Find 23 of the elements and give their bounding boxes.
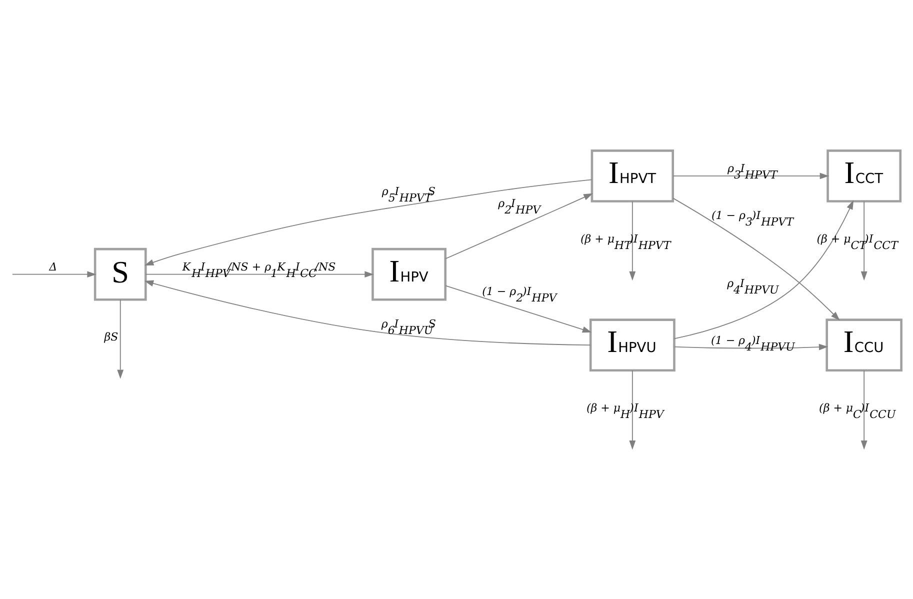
- node-box: IHPVU: [589, 318, 676, 372]
- arrow: [144, 178, 592, 265]
- node-box: S: [94, 247, 147, 300]
- arrow: [144, 280, 591, 346]
- arrow: [860, 370, 868, 450]
- node-box: IHPVT: [590, 149, 674, 202]
- arrow: [672, 197, 840, 320]
- node-box: ICCU: [826, 318, 902, 372]
- arrow: [117, 298, 124, 378]
- arrow: [445, 284, 592, 332]
- arrow: [145, 270, 374, 278]
- arrow: [672, 172, 830, 179]
- edge-label: Δ: [49, 260, 58, 273]
- node-box: ICCT: [826, 149, 902, 202]
- arrow: [674, 343, 828, 350]
- node-box: IHPV: [372, 247, 446, 300]
- edge-label: βS: [104, 330, 118, 344]
- arrow: [629, 200, 636, 280]
- arrow: [674, 200, 854, 339]
- arrow: [629, 370, 636, 450]
- arrow: [445, 192, 593, 259]
- arrow: [860, 200, 868, 280]
- arrow: [12, 270, 96, 278]
